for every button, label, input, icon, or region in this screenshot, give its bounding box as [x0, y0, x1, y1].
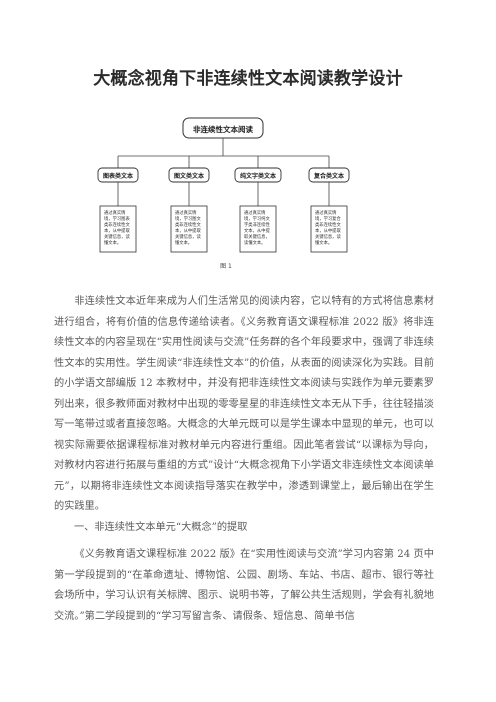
figure-caption: 图 1 [220, 263, 232, 270]
description-box-1 [99, 205, 137, 253]
description-text-4: 通过真实情境，学习复合类非连续性文本，从中提取关键信息，读懂文本。 [315, 209, 341, 246]
body-paragraph-1: 非连续性文本近年来成为人们生活常见的阅读内容，它以特有的方式将信息素材进行组合，… [54, 296, 434, 512]
description-text-1: 通过真实情境，学习图表类非连续性文本，从中提取关键信息，读懂文本。 [104, 209, 130, 246]
body-paragraph-2: 《义务教育语文课程标准 2022 版》在“实用性阅读与交流”学习内容第 24 页… [54, 549, 434, 622]
root-node-label: 非连续性文本阅读 [193, 124, 253, 134]
description-box-3 [239, 205, 277, 253]
description-text-3: 通过真实情境，学习纯文字类非连续性文本，从中提取关键信息，读懂文本。 [244, 209, 270, 246]
category-label-3: 纯文字类文本 [240, 172, 277, 180]
section-heading: 一、非连续性文本单元“大概念”的提取 [74, 522, 248, 533]
document-title: 大概念视角下非连续性文本阅读教学设计 [93, 69, 403, 89]
description-box-4 [310, 205, 348, 253]
description-box-2 [170, 205, 208, 253]
category-label-2: 图文类文本 [174, 172, 205, 180]
description-text-2: 通过真实情境，学习图文类非连续性文本，从中提取关键信息，读懂文本。 [175, 209, 201, 246]
structure-diagram: 非连续性文本阅读 图表类文本 通过真实情境，学习图表类非连续性文本，从中提取关键… [97, 117, 350, 270]
category-label-4: 复合类文本 [313, 172, 345, 180]
category-label-1: 图表类文本 [103, 172, 134, 180]
